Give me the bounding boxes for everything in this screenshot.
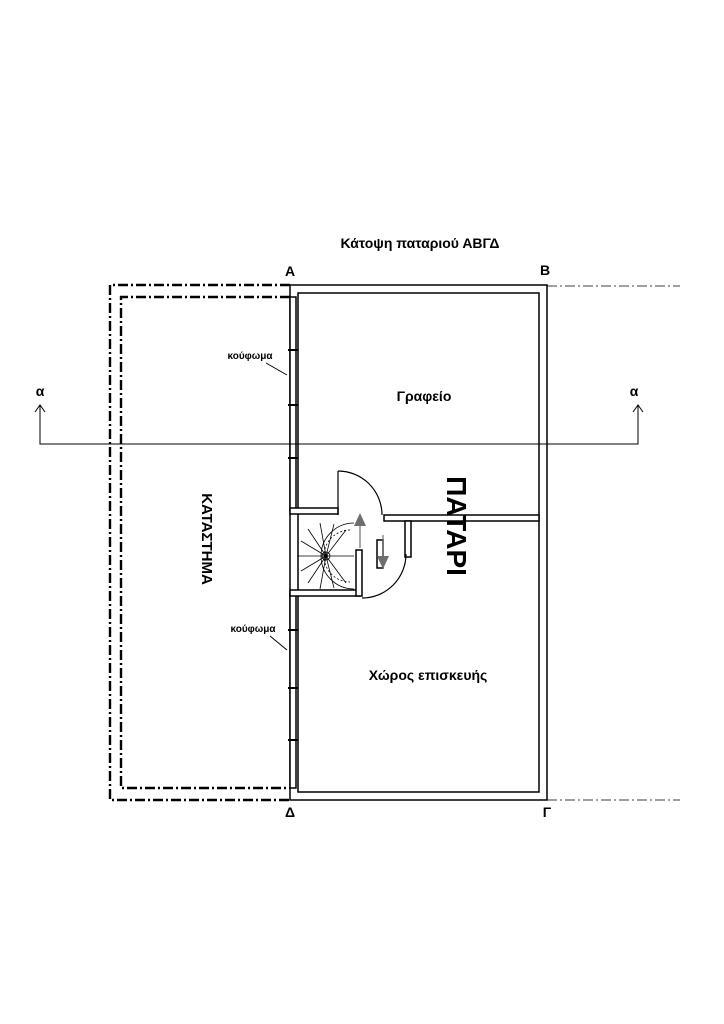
opening-label-lower: κούφωμα [230,624,276,635]
spiral-stair [297,522,355,590]
room-label-office: Γραφείο [397,388,452,404]
shop-outline [108,283,290,802]
mezzanine-walls [289,284,548,801]
room-label-repair-area: Χώρος επισκευής [369,667,488,683]
partition-walls [289,507,540,597]
extension-lines [547,285,680,801]
section-mark-left: α [36,383,45,399]
window-ticks [288,349,298,741]
left-wall [289,296,297,789]
opening-leader-lower [269,635,288,651]
plan-title: Κάτοψη παταριού ΑΒΓΔ [341,235,500,251]
room-label-mezzanine: ΠΑΤΑΡΙ [441,476,472,576]
down-arrow [377,535,389,569]
door-swings [337,470,407,599]
opening-leader-upper [265,362,288,376]
room-label-shop: ΚΑΤΑΣΤΗΜΑ [198,493,215,585]
corner-label-b: Β [540,262,550,278]
corner-label-a: Α [285,263,295,279]
section-mark-right: α [630,383,639,399]
opening-label-upper: κούφωμα [227,351,273,362]
section-line [34,404,644,445]
corner-label-d: Δ [285,804,295,820]
up-arrow [354,513,366,548]
corner-label-g: Γ [543,804,552,820]
